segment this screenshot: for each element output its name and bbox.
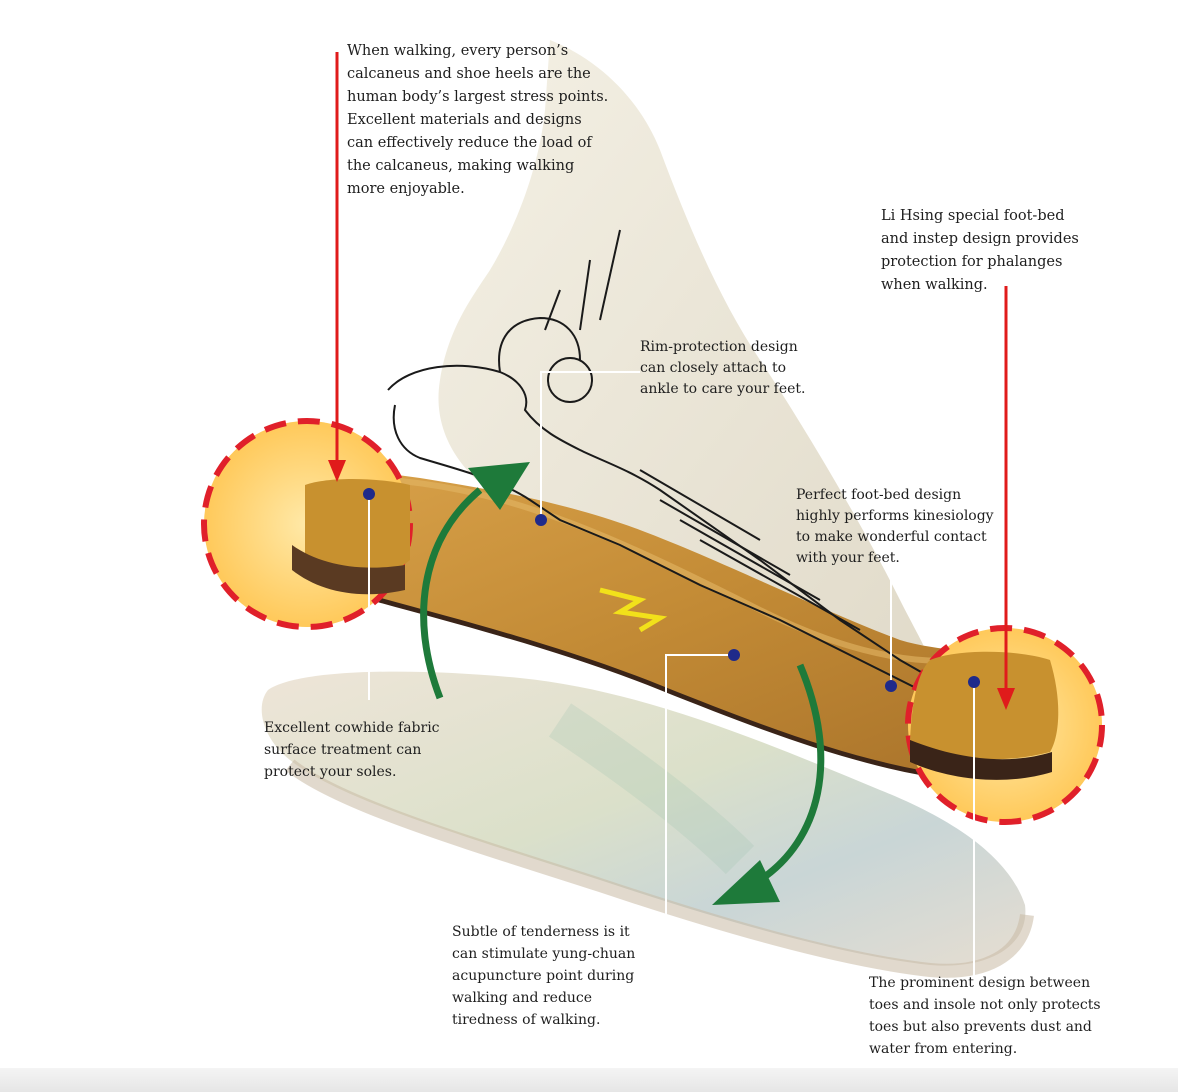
marker-dots	[363, 488, 980, 692]
toe-bar-annotation: The prominent design between toes and in…	[869, 972, 1101, 1060]
toe-red-arrow	[997, 286, 1015, 710]
annotation-line: walking and reduce	[452, 990, 593, 1006]
toe-protection-annotation: Li Hsing special foot-bed and instep des…	[881, 205, 1079, 297]
annotation-line: water from entering.	[869, 1041, 1018, 1057]
annotation-line: ankle to care your feet.	[640, 381, 806, 397]
annotation-line: can effectively reduce the load of	[347, 135, 592, 151]
foot-silhouette	[438, 40, 936, 693]
toe-zoom-circle	[905, 625, 1105, 825]
annotation-line: protection for phalanges	[881, 254, 1063, 270]
heel-zoom-circle	[201, 418, 413, 630]
bottom-bar	[0, 1068, 1178, 1092]
heel-red-arrow	[328, 52, 346, 482]
annotation-line: to make wonderful contact	[796, 529, 987, 545]
annotation-line: can stimulate yung-chuan	[452, 946, 636, 962]
arch-marker-dot	[728, 649, 740, 661]
annotation-line: toes and insole not only protects	[869, 997, 1101, 1013]
annotation-line: tiredness of walking.	[452, 1012, 601, 1028]
annotation-line: Subtle of tenderness is it	[452, 924, 630, 940]
annotation-line: Excellent cowhide fabric	[264, 720, 440, 736]
annotation-line: with your feet.	[796, 550, 900, 566]
rising-green-arrow	[420, 462, 530, 700]
annotation-line: acupuncture point during	[452, 968, 635, 984]
annotation-line: toes but also prevents dust and	[869, 1019, 1092, 1035]
annotation-line: surface treatment can	[264, 742, 422, 758]
annotation-line: and instep design provides	[881, 231, 1079, 247]
annotation-line: calcaneus and shoe heels are the	[347, 66, 591, 82]
annotation-line: Perfect foot-bed design	[796, 487, 962, 503]
annotation-line: when walking.	[881, 277, 988, 293]
annotation-line: the calcaneus, making walking	[347, 158, 575, 174]
yung-chuan-annotation: Subtle of tenderness is it can stimulate…	[452, 921, 635, 1031]
descending-green-arrow	[712, 663, 825, 905]
foot-bed-annotation: Perfect foot-bed design highly performs …	[796, 485, 994, 569]
annotation-line: When walking, every person’s	[347, 43, 569, 59]
annotation-line: The prominent design between	[869, 975, 1091, 991]
annotation-line: highly performs kinesiology	[796, 508, 994, 524]
annotation-line: can closely attach to	[640, 360, 787, 376]
toe-marker-dot	[968, 676, 980, 688]
annotation-line: more enjoyable.	[347, 181, 465, 197]
cowhide-annotation: Excellent cowhide fabric surface treatme…	[264, 717, 440, 783]
annotation-line: protect your soles.	[264, 764, 397, 780]
annotation-line: Excellent materials and designs	[347, 112, 582, 128]
annotation-line: human body’s largest stress points.	[347, 89, 609, 105]
rim-marker-dot	[535, 514, 547, 526]
foot-skeleton	[387, 229, 936, 691]
heel-stress-annotation: When walking, every person’s calcaneus a…	[347, 40, 608, 201]
annotation-line: Rim-protection design	[640, 339, 798, 355]
footbed-marker-dot	[885, 680, 897, 692]
annotation-line: Li Hsing special foot-bed	[881, 208, 1065, 224]
rim-protection-annotation: Rim-protection design can closely attach…	[640, 337, 806, 400]
heel-marker-dot	[363, 488, 375, 500]
leader-lines	[368, 371, 975, 985]
